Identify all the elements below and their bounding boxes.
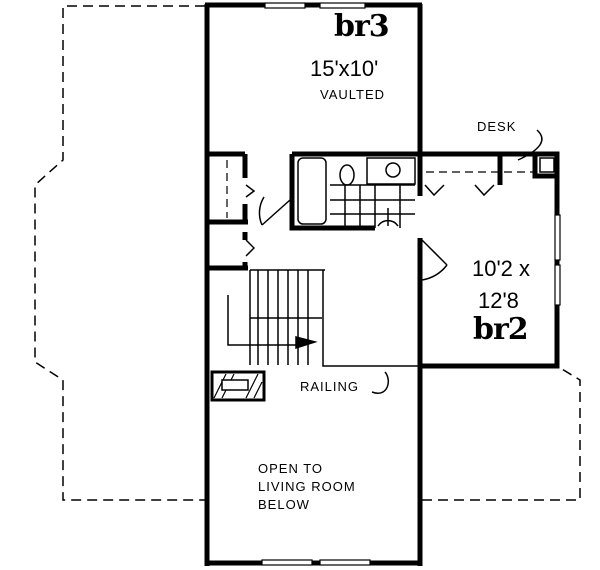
walls: [204, 2, 560, 566]
closet-fixture: [539, 157, 555, 173]
br3-label: br3: [334, 9, 390, 44]
bathroom-fixtures: [297, 157, 416, 228]
open-area-line1: OPEN TO: [258, 461, 324, 476]
br2-size-line2: 12'8: [478, 288, 519, 313]
windows: [261, 2, 561, 566]
railing-label: RAILING: [300, 379, 360, 394]
desk-label: DESK: [477, 119, 517, 134]
br2-size-line1: 10'2 x: [472, 256, 531, 281]
railing-leader: [371, 371, 389, 394]
doors: [245, 184, 495, 281]
fireplace: [210, 370, 266, 402]
open-area-line2: LIVING ROOM: [258, 479, 356, 494]
br2-label: br2: [473, 312, 529, 347]
br3-note: VAULTED: [320, 87, 386, 102]
roof-outline: [34, 5, 581, 501]
br3-size: 15'x10': [310, 56, 379, 81]
open-area-line3: BELOW: [258, 497, 310, 512]
closets: [226, 160, 535, 218]
stairs: [227, 269, 420, 367]
desk-leader: [517, 129, 543, 161]
